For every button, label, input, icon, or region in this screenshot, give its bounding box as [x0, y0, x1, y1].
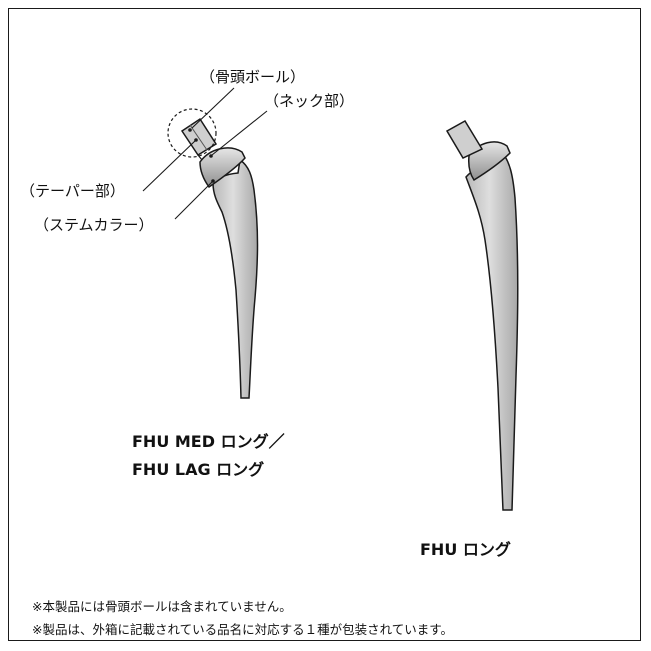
leader-head-ball — [191, 87, 235, 129]
label-head-ball: （骨頭ボール） — [200, 68, 305, 86]
leader-neck — [211, 110, 268, 156]
figure-frame — [8, 8, 641, 641]
caption-right: FHU ロング — [420, 540, 511, 559]
leader-neck-dot — [209, 154, 213, 158]
right-stem-collar — [468, 141, 511, 182]
leader-lines — [142, 87, 268, 220]
label-stem-collar: （ステムカラー） — [34, 216, 154, 234]
left-stem-taper — [180, 117, 218, 157]
left-stem-neck-line — [197, 154, 203, 161]
caption-left-line2: FHU LAG ロング — [132, 460, 264, 479]
label-neck: （ネック部） — [264, 92, 354, 110]
leader-stem-collar — [174, 181, 213, 220]
leader-stem-collar-dot — [211, 179, 215, 183]
leader-taper — [142, 139, 197, 192]
right-stem-body — [465, 148, 519, 511]
leader-taper-dot — [194, 138, 198, 142]
left-stem-body — [212, 158, 259, 399]
right-stem — [445, 119, 519, 511]
caption-left-line1: FHU MED ロング／ — [132, 432, 285, 451]
label-taper: （テーパー部） — [20, 182, 125, 200]
note-1: ※本製品には骨頭ボールは含まれていません。 — [32, 599, 292, 614]
head-ball-outline — [167, 108, 217, 158]
right-stem-taper — [445, 119, 484, 159]
note-2: ※製品は、外箱に記載されている品名に対応する１種が包装されています。 — [32, 622, 453, 637]
left-stem — [167, 108, 259, 399]
leader-head-ball-dot — [188, 128, 192, 132]
